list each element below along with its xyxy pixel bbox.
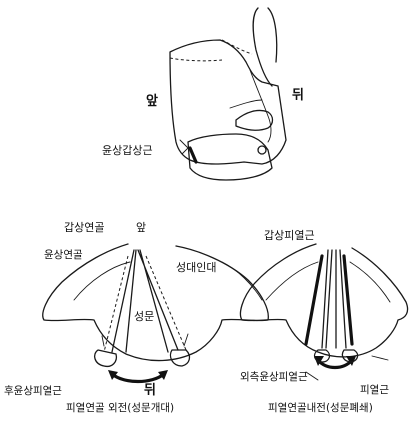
cricoid-ring-right — [266, 262, 390, 302]
posterior-cricoarytenoid-arrow — [112, 374, 164, 382]
cricoid-label: 윤상연골 — [44, 250, 83, 261]
interarytenoid-pointer — [372, 356, 388, 360]
posterior-cricoarytenoid-label: 후윤상피열근 — [4, 386, 62, 397]
thyrohyoid-dashed — [170, 58, 222, 61]
lateral-larynx-drawing — [170, 8, 286, 180]
left-back-label: 뒤 — [144, 384, 156, 397]
interarytenoid-label: 피열근 — [360, 385, 389, 396]
adduction-caption: 피열연골내전(성문폐쇄) — [268, 403, 373, 414]
cricothyroid-joint — [258, 146, 266, 154]
cricothyroid-label: 윤상갑상근 — [102, 145, 153, 156]
adduction-drawing — [241, 244, 408, 380]
top-back-label: 뒤 — [292, 89, 304, 102]
epiglottis-outline — [253, 8, 272, 86]
lateral-cricoarytenoid-label: 외측윤상피열근 — [240, 372, 308, 383]
lateral-cricoarytenoid-arrow-left — [306, 256, 322, 344]
thyroarytenoid-muscle-label: 갑상피열근 — [264, 230, 315, 241]
adducted-vocal-folds — [322, 250, 346, 348]
left-front-label: 앞 — [136, 222, 146, 233]
top-front-label: 앞 — [146, 95, 158, 108]
epiglottis-back — [268, 8, 277, 62]
right-vocal-fold — [138, 250, 178, 352]
cricoid-ring-left — [74, 262, 262, 300]
cricoid-cartilage — [188, 134, 272, 180]
left-arytenoid — [95, 350, 117, 366]
thyroid-cartilage — [170, 40, 286, 164]
thyroid-outline-right — [241, 244, 408, 357]
thyroid-outline-left — [43, 244, 269, 361]
glottis-label: 성문 — [134, 311, 154, 322]
abduction-caption: 피열연골 외전(성문개대) — [66, 403, 174, 414]
vocal-ligament-label: 성대인대 — [176, 262, 216, 273]
thyroid-cartilage-label: 갑상연골 — [64, 222, 104, 233]
left-vocal-fold — [112, 250, 136, 352]
abduction-drawing — [43, 244, 269, 382]
ligament-line — [230, 100, 262, 108]
